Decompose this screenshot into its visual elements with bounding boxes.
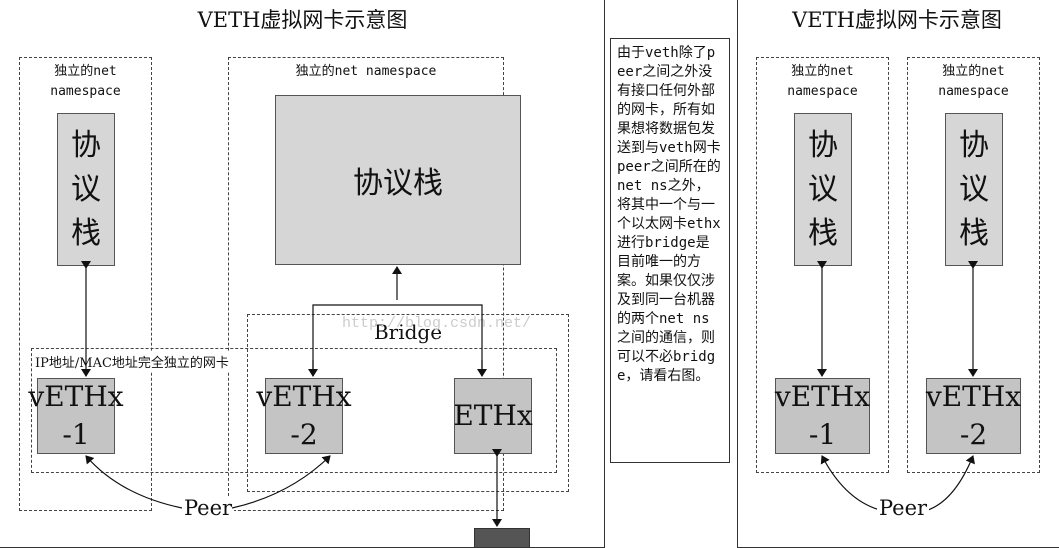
veth-2-name: vETHx	[256, 380, 352, 413]
right-peer-curve-2	[927, 455, 975, 511]
right-veth-1-index: -1	[808, 418, 837, 451]
right-diagram-panel	[737, 0, 1059, 548]
right-veth-1-name: vETHx	[774, 380, 871, 413]
stack-char: 栈	[808, 215, 838, 251]
right-veth-2-index: -2	[959, 418, 988, 451]
veth-1-name: vETHx	[28, 380, 124, 413]
right-ns-a-label-line1: 独立的net	[791, 64, 854, 79]
stack-char: 议	[71, 171, 101, 207]
stack-label: 协议栈	[353, 166, 443, 201]
right-protocol-stack-b: 协 议 栈	[945, 113, 1003, 266]
protocol-stack-main: 协议栈	[275, 95, 521, 265]
explanation-note: 由于veth除了peer之间之外没有接口任何外部的网卡，所有如果想将数据包发送到…	[610, 38, 730, 463]
right-ns-b-label-line1: 独立的net	[942, 64, 1005, 79]
right-ns-a-label-line2: namespace	[787, 84, 858, 99]
right-ns-a-box	[756, 57, 889, 473]
left-diagram-panel	[0, 0, 605, 548]
left-namespace-box	[19, 57, 152, 511]
watermark: http://blog.csdn.net/	[342, 315, 532, 332]
nic-group-box	[31, 348, 557, 473]
protocol-stack-left: 协 议 栈	[57, 113, 115, 266]
right-namespace-label: 独立的net namespace	[295, 64, 437, 79]
right-protocol-stack-a: 协 议 栈	[794, 113, 852, 266]
right-peer-curve-1	[820, 455, 881, 511]
veth-1-box: vETHx -1	[28, 378, 124, 454]
stack-char: 议	[808, 171, 838, 207]
bridge-label: Bridge	[373, 320, 443, 344]
right-namespace-box	[228, 57, 504, 511]
stack-char: 协	[808, 127, 838, 163]
veth-2-box: vETHx -2	[256, 378, 352, 454]
bridge-fork	[312, 304, 483, 376]
right-ns-b-label-line2: namespace	[938, 84, 1009, 99]
peer-curve-2	[231, 455, 331, 509]
eth-name: ETHx	[453, 399, 533, 432]
right-diagram-title: VETH虚拟网卡示意图	[792, 8, 1002, 32]
eth-box: ETHx	[453, 378, 533, 454]
veth-1-index: -1	[62, 418, 90, 451]
bridge-box	[247, 314, 569, 492]
left-diagram-title: VETH虚拟网卡示意图	[197, 8, 408, 32]
right-ns-b-box	[907, 57, 1040, 473]
left-namespace-label-line1: 独立的net	[54, 64, 117, 79]
veth-2-index: -2	[290, 418, 318, 451]
right-veth-1-box: vETHx -1	[775, 378, 870, 454]
right-peer-label: Peer	[877, 496, 930, 520]
right-veth-2-box: vETHx -2	[926, 378, 1021, 454]
left-namespace-label-line2: namespace	[50, 84, 121, 99]
left-peer-label: Peer	[182, 496, 235, 520]
stack-char: 协	[71, 127, 101, 163]
peer-curve-1	[85, 455, 183, 509]
stack-char: 栈	[959, 215, 989, 251]
right-veth-2-name: vETHx	[925, 380, 1022, 413]
stack-char: 议	[959, 171, 989, 207]
stack-char: 协	[959, 127, 989, 163]
stack-char: 栈	[71, 215, 101, 251]
